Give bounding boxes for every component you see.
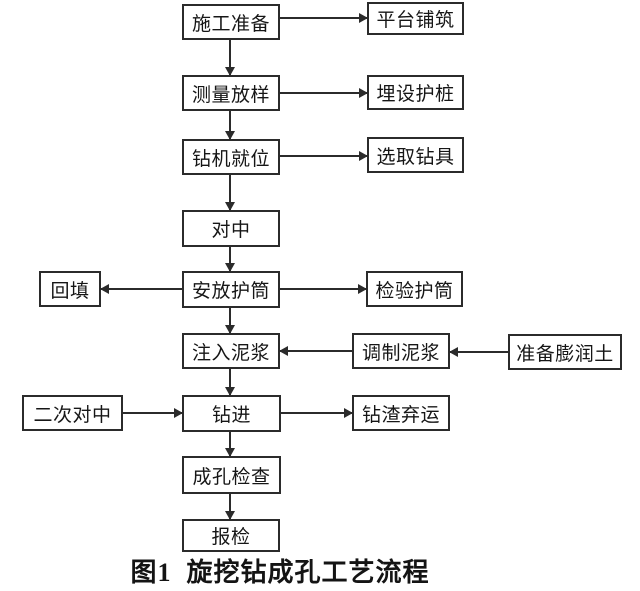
node-inject-slurry: 注入泥浆: [182, 333, 280, 369]
arrow-casing-to-inspcase: [280, 284, 367, 294]
node-inspect-casing: 检验护筒: [366, 271, 463, 307]
arrow-survey-to-rig: [225, 111, 235, 140]
node-hole-inspection: 成孔检查: [182, 456, 281, 494]
arrow-mix-to-inject: [279, 346, 352, 356]
arrow-prep-to-survey: [225, 40, 235, 76]
arrow-casing-to-inject: [225, 308, 235, 334]
node-mix-slurry: 调制泥浆: [352, 333, 450, 369]
node-embed-guard-piles: 埋设护桩: [367, 75, 464, 110]
arrow-centering-to-casing: [225, 247, 235, 272]
arrow-rig-to-centering: [225, 175, 235, 211]
node-backfill: 回填: [39, 271, 101, 307]
node-slag-disposal: 钻渣弃运: [352, 395, 450, 431]
arrow-drilling-to-holechk: [225, 432, 235, 457]
arrow-casing-to-backfill: [100, 284, 182, 294]
node-report-inspection: 报检: [182, 519, 280, 552]
node-survey-layout: 测量放样: [182, 75, 280, 111]
node-centering: 对中: [182, 210, 280, 247]
arrow-rig-to-tools: [280, 151, 368, 161]
arrow-prep-to-platform: [280, 13, 368, 23]
arrow-survey-to-piles: [280, 88, 368, 98]
node-construction-prep: 施工准备: [182, 4, 280, 40]
node-second-centering: 二次对中: [22, 395, 123, 431]
node-select-drill-tools: 选取钻具: [367, 137, 464, 173]
arrow-inject-to-drilling: [225, 369, 235, 396]
arrow-second-to-drilling: [123, 408, 183, 418]
arrow-drilling-to-slag: [281, 408, 353, 418]
node-place-casing: 安放护筒: [182, 271, 280, 308]
node-platform-paving: 平台铺筑: [367, 2, 464, 35]
node-drilling: 钻进: [182, 395, 281, 432]
node-rig-in-position: 钻机就位: [182, 139, 280, 175]
arrow-holechk-to-report: [225, 494, 235, 520]
node-prepare-bentonite: 准备膨润土: [508, 334, 622, 370]
arrow-bentonite-to-mix: [449, 347, 508, 357]
figure-caption: 图1 旋挖钻成孔工艺流程: [130, 557, 430, 587]
